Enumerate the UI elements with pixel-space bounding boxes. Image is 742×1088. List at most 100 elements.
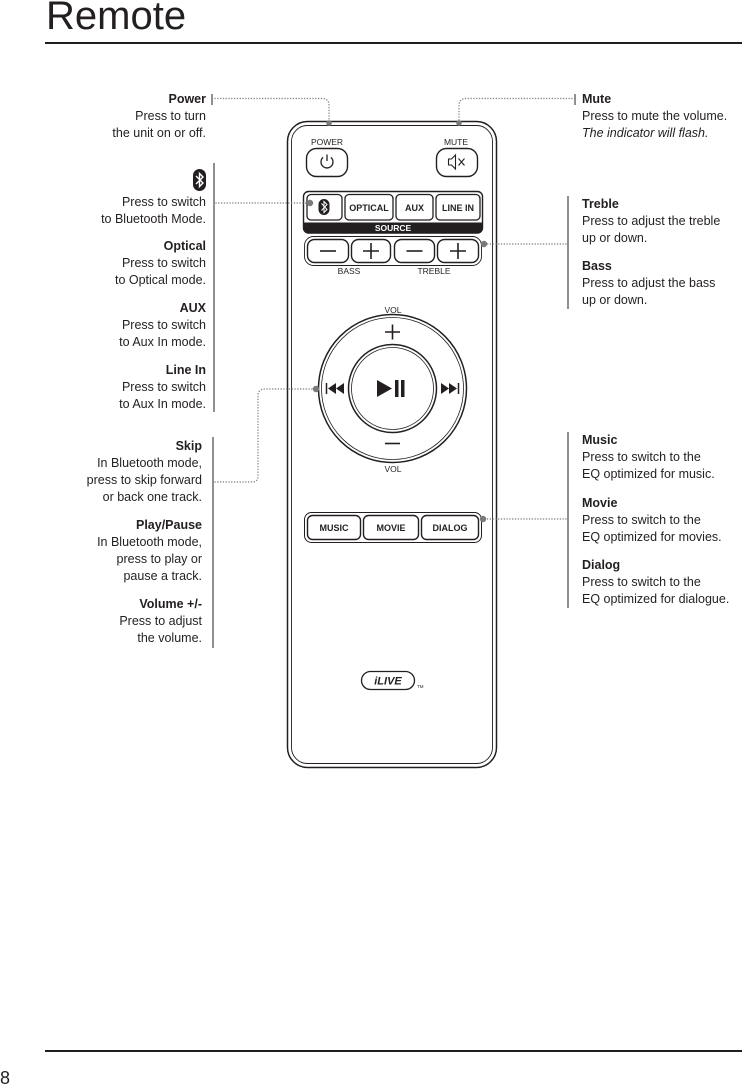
callout-line: or back one track. — [102, 490, 202, 504]
callout-line: Press to switch to the — [582, 450, 701, 464]
treble-plus-button — [436, 238, 480, 264]
callout-line: In Bluetooth mode, — [97, 535, 202, 549]
callout-heading: Treble — [582, 197, 619, 211]
dialog-callout: Dialog Press to switch to the EQ optimiz… — [582, 557, 729, 608]
title-rule — [45, 42, 742, 44]
movie-button-label: MOVIE — [376, 523, 405, 533]
mute-leader — [458, 97, 573, 121]
music-button: MUSIC — [306, 514, 362, 541]
callout-line: to Aux In mode. — [119, 335, 206, 349]
play-pause-button — [347, 343, 438, 434]
callout-line: Press to adjust — [119, 614, 202, 628]
movie-button: MOVIE — [362, 514, 420, 541]
bluetooth-callout: Press to switch to Bluetooth Mode. — [0, 194, 206, 228]
callout-heading: Line In — [165, 363, 206, 377]
logo-text: iLIVE — [374, 676, 402, 688]
line-in-callout: Line In Press to switch to Aux In mode. — [0, 362, 206, 413]
callout-line: EQ optimized for dialogue. — [582, 592, 730, 606]
callout-heading: Bass — [582, 259, 612, 273]
vol-label-top: VOL — [384, 305, 401, 315]
plus-icon — [363, 243, 379, 259]
callout-line: to Aux In mode. — [119, 397, 206, 411]
callout-line: Press to turn — [135, 109, 206, 123]
eq-button-group: MUSIC MOVIE DIALOG — [304, 512, 482, 543]
callout-heading: Power — [168, 92, 206, 106]
play-pause-icon — [377, 380, 405, 397]
treble-minus-button — [393, 238, 436, 264]
page-number: 8 — [0, 1068, 11, 1088]
bluetooth-icon — [193, 169, 206, 191]
callout-note: The indicator will flash. — [582, 126, 709, 140]
movie-callout: Movie Press to switch to the EQ optimize… — [582, 495, 722, 546]
callout-line: Press to switch — [121, 380, 206, 394]
callout-line: Press to switch — [121, 195, 206, 209]
bass-minus-button — [306, 238, 350, 264]
callout-heading: Dialog — [582, 558, 621, 572]
mute-callout: Mute Press to mute the volume. The indic… — [582, 91, 727, 142]
optical-button-label: OPTICAL — [349, 203, 389, 213]
callout-line: Press to mute the volume. — [582, 109, 728, 123]
aux-callout: AUX Press to switch to Aux In mode. — [0, 300, 206, 351]
mute-button — [435, 147, 479, 178]
callout-heading: Skip — [175, 439, 202, 453]
callout-heading: Optical — [163, 239, 206, 253]
transport-leader — [214, 388, 314, 483]
tone-button-group — [304, 236, 482, 266]
callout-line: pause a track. — [123, 569, 202, 583]
callout-line: Press to switch — [121, 256, 206, 270]
line-in-button-label: LINE IN — [442, 203, 474, 213]
callout-heading: AUX — [179, 301, 206, 315]
skip-callout: Skip In Bluetooth mode, press to skip fo… — [0, 438, 202, 506]
page-title: Remote — [46, 0, 187, 38]
trademark-text: TM — [417, 684, 424, 689]
power-button — [305, 147, 349, 178]
mute-label: MUTE — [444, 137, 468, 147]
dialog-button-label: DIALOG — [433, 523, 468, 533]
callout-line: the unit on or off. — [112, 126, 206, 140]
bass-callout: Bass Press to adjust the bass up or down… — [582, 258, 715, 309]
callout-line: to Optical mode. — [114, 273, 206, 287]
ilive-logo: iLIVE TM — [360, 670, 424, 691]
play-pause-callout: Play/Pause In Bluetooth mode, press to p… — [0, 517, 202, 585]
callout-line: Press to adjust the bass — [582, 276, 716, 290]
callout-line: Press to switch to the — [582, 575, 701, 589]
callout-line: press to play or — [116, 552, 202, 566]
power-label: POWER — [311, 137, 343, 147]
source-label: SOURCE — [375, 223, 412, 233]
callout-brackets — [211, 94, 576, 648]
callout-line: the volume. — [137, 631, 202, 645]
bass-plus-button — [350, 238, 392, 264]
callout-line: In Bluetooth mode, — [97, 456, 202, 470]
treble-label: TREBLE — [417, 266, 450, 276]
callout-line: Press to switch to the — [582, 513, 701, 527]
bass-label: BASS — [338, 266, 361, 276]
leader-lines — [214, 97, 573, 523]
callout-heading: Mute — [582, 92, 612, 106]
bluetooth-icon — [318, 199, 330, 215]
power-leader — [214, 97, 330, 121]
dialog-button: DIALOG — [420, 514, 480, 541]
power-icon — [320, 154, 334, 169]
mute-icon — [447, 153, 465, 171]
treble-callout: Treble Press to adjust the treble up or … — [582, 196, 720, 247]
plus-icon — [450, 243, 466, 259]
callout-line: up or down. — [582, 293, 648, 307]
power-callout: Power Press to turn the unit on or off. — [0, 91, 206, 142]
volume-callout: Volume +/- Press to adjust the volume. — [0, 596, 202, 647]
source-button-group: SOURCE OPTICAL AUX LINE IN — [302, 190, 484, 234]
callout-line: to Bluetooth Mode. — [101, 212, 206, 226]
skip-forward-icon — [441, 383, 460, 394]
vol-label-bottom: VOL — [384, 464, 401, 474]
aux-button: AUX — [395, 193, 434, 221]
callout-heading: Movie — [582, 496, 618, 510]
callout-line: press to skip forward — [86, 473, 202, 487]
optical-callout: Optical Press to switch to Optical mode. — [0, 238, 206, 289]
aux-button-label: AUX — [405, 203, 424, 213]
music-button-label: MUSIC — [320, 523, 350, 533]
callout-line: EQ optimized for movies. — [582, 530, 722, 544]
plus-icon — [385, 324, 400, 340]
callout-line: up or down. — [582, 231, 648, 245]
footer-rule — [45, 1050, 742, 1052]
callout-heading: Play/Pause — [135, 518, 202, 532]
